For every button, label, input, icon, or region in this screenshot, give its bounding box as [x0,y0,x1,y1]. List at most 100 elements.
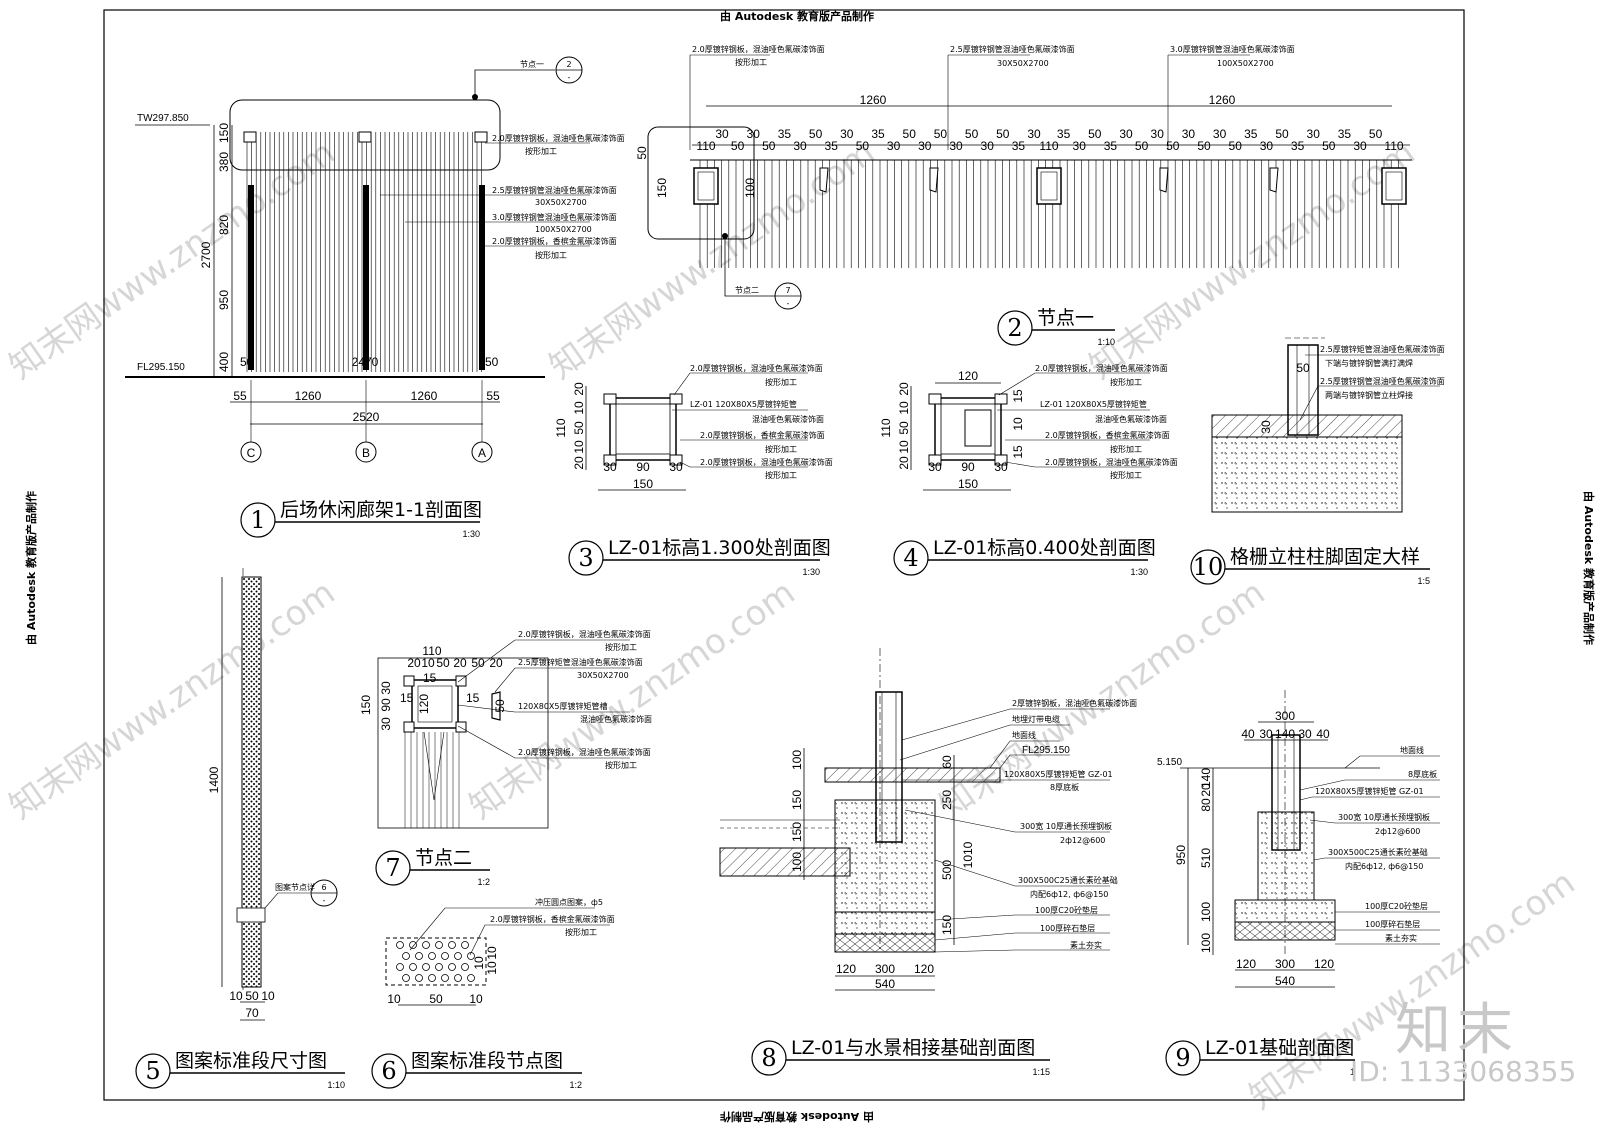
b-dim: 50 [245,989,259,1003]
node2-tag-sheet: - [787,299,790,308]
seq-dim: 35 [778,127,792,141]
footing [834,799,936,913]
v-dim: 380 [217,152,231,172]
end-dim: 110 [696,139,715,153]
dim: 120 [836,962,856,976]
seq-dim: 50 [934,127,948,141]
title-scale: 1:30 [802,567,820,577]
v-dim: 50 [897,421,911,435]
hole [396,941,404,949]
seq-dim: 30 [1073,139,1087,153]
w-dim: 150 [633,477,653,491]
title-number: 2 [1007,314,1022,342]
title-text: LZ-01标高0.400处剖面图 [933,537,1156,559]
v-dim: 110 [554,418,568,437]
hole [415,952,423,960]
note: 混油哑色氟碳漆饰面 [580,714,652,724]
bracket [1269,167,1279,193]
note: 300宽 10厚通长预埋钢板 [1020,821,1112,831]
top-dim: 20 [453,656,467,670]
dim: 40 [1241,727,1255,741]
dim: 300 [875,962,895,976]
v-dim: 30 [379,717,393,731]
axis-bubble-a [471,441,493,463]
title-scale: 1:2 [477,877,490,887]
hole [428,952,436,960]
dim: 120 [1236,957,1256,971]
axis-label: A [478,446,486,460]
note: 120X80X5厚镀锌矩管 GZ-01 [1004,769,1113,779]
watermark-text: 知末网www.znzmo.com [462,573,802,828]
h-dim: 1400 [207,766,221,793]
seq-dim: 50 [856,139,870,153]
d6-notes: 冲压圆点图案，ф5 2.0厚镀锌钢板，香槟金氟碳漆饰面 按形加工 [409,897,615,956]
seq-dim: 35 [825,139,839,153]
drawing-2-node: 1260 1260 305030503530503530503530503050… [635,44,1412,310]
v-dim: 110 [879,418,893,437]
note: 内配6ф12, ф6@150 [1030,889,1108,899]
title-number: 4 [903,544,918,572]
dim: 150 [790,822,804,842]
h-dim: 30 [603,460,617,474]
mid-dim: 110 [1039,139,1058,153]
v-dim: 950 [217,290,231,310]
title-number: 6 [381,1057,396,1085]
dim: 20 [1199,783,1213,797]
dim: 100 [790,750,804,770]
v-dim: 10 [897,440,911,454]
node-callout-box [229,99,501,171]
note: 120X80X5厚镀锌矩管 GZ-01 [1315,786,1424,796]
edu-stamp-bottom: 由 Autodesk 教育版产品制作 [720,1110,875,1123]
dim: 300 [1275,709,1295,723]
seq-dim: 30 [747,127,761,141]
title-text: LZ-01标高1.300处剖面图 [608,537,831,559]
d1-notes: 2.0厚镀锌钢板，混油哑色氟碳漆饰面 按形加工 2.5厚镀锌钢管混油哑色氟碳漆饰… [380,133,625,260]
note: 地面线 [1012,730,1036,740]
hole [422,963,430,971]
title-text: 图案标准段节点图 [411,1050,563,1072]
note: 2.5厚镀锌钢管混油哑色氟碳漆饰面 [950,44,1075,54]
tag-sheet: - [323,896,326,905]
note: 100厚C20砼垫层 [1035,905,1098,915]
seq-dim: 50 [809,127,823,141]
drawing-3-section: 30 90 30 150 20 10 50 10 20 110 2.0厚镀锌钢板… [554,363,833,491]
title-number: 7 [385,854,400,882]
title-scale: 1 [1350,1067,1355,1077]
d4-notes: 2.0厚镀锌钢板，混油哑色氟碳漆饰面 按形加工 LZ-01 120X80X5厚镀… [997,363,1178,480]
tube-section [411,679,459,729]
seq-dim: 30 [1260,139,1274,153]
note: 30X50X2700 [535,198,587,207]
note: 2.0厚镀锌钢板，香槟金氟碳漆饰面 [700,430,825,440]
note: 按形加工 [735,57,767,67]
dim: 30 [1298,727,1312,741]
edu-stamp-right: 由 Autodesk 教育版产品制作 [1582,490,1596,646]
id-label: ID: 1133068355 [1350,1055,1577,1088]
watermark-text: 知末网www.znzmo.com [2,573,342,828]
dim: 40 [1316,727,1330,741]
post-b [363,185,369,370]
v-dim: 820 [217,215,231,235]
dim: 140 [1199,768,1213,788]
note: 按形加工 [535,250,567,260]
dim: 1010 [961,841,975,868]
dim: 30 [1259,727,1273,741]
title-text: LZ-01基础剖面图 [1205,1037,1354,1059]
d8-notes: 2厚镀锌钢板，混油哑色氟碳漆饰面 地埋灯带电缆 地面线 FL295.150 12… [899,698,1137,953]
hole [409,963,417,971]
title-number: 8 [761,1044,776,1072]
post-cap [358,131,372,143]
title-scale: 1:10 [1097,337,1115,347]
hole [402,974,410,982]
seq-dim: 50 [965,127,979,141]
tube-section [609,397,677,461]
note: 2.0厚镀锌钢板，混油哑色氟碳漆饰面 [492,133,625,143]
seq-dim: 30 [1307,127,1321,141]
w-dim: 70 [245,1006,259,1020]
note: 300X500C25通长素砼基础 [1328,847,1428,857]
seq-dim: 30 [949,139,963,153]
v-dim: 150 [359,695,373,715]
dim: 150 [940,915,954,935]
